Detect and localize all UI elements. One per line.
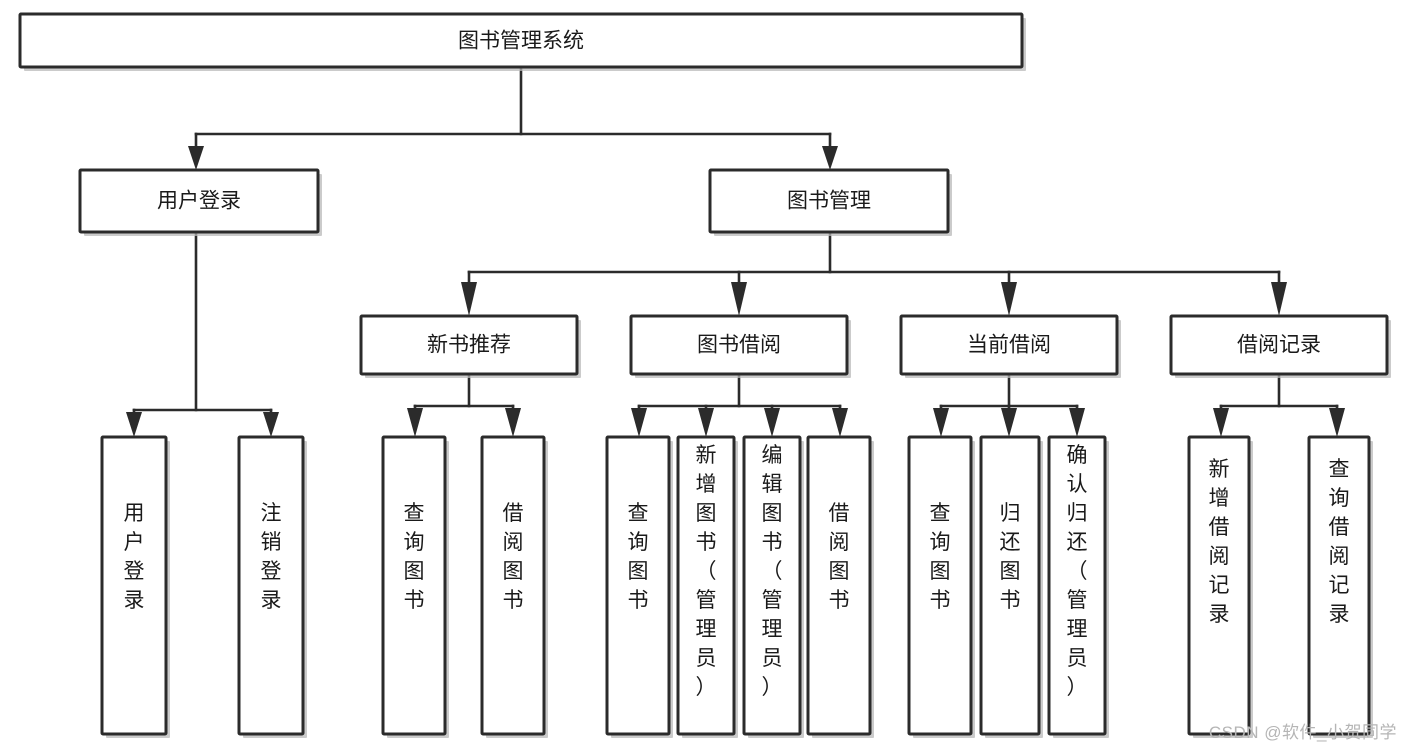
connector-layer [126,65,1345,437]
arrow-head-borrow-record [1271,282,1287,316]
arrow-head-leaf-borrow-book-1 [505,408,521,437]
node-book-manage-label: 图书管理 [787,190,871,213]
node-book-borrow[interactable]: 图书借阅 [629,314,851,378]
node-leaf-user-logout[interactable]: 注销登录 [237,435,307,738]
arrow-head-leaf-query-book-3 [933,408,949,437]
node-leaf-return-book-label: 归还图书 [1000,502,1021,612]
node-leaf-query-book-3-label: 查询图书 [930,502,951,612]
arrow-head-leaf-user-login [126,412,142,437]
arrow-head-leaf-query-record [1329,408,1345,437]
arrow-head-book-borrow [731,282,747,316]
arrow-head-leaf-query-book-1 [407,408,423,437]
node-leaf-add-book-label: 新增图书（管理员） [696,444,717,699]
node-leaf-query-record[interactable]: 查询借阅记录 [1307,435,1373,738]
arrow-head-current-borrow [1001,282,1017,316]
node-leaf-query-book-2[interactable]: 查询图书 [605,435,673,738]
node-new-book-rec-label: 新书推荐 [427,334,511,357]
node-book-manage[interactable]: 图书管理 [708,168,952,236]
arrow-head-leaf-return-book [1001,408,1017,437]
node-borrow-record[interactable]: 借阅记录 [1169,314,1391,378]
node-leaf-borrow-book-2-label: 借阅图书 [829,502,850,612]
node-user-login[interactable]: 用户登录 [78,168,322,236]
node-leaf-query-book-2-label: 查询图书 [628,502,649,612]
node-leaf-edit-book-label: 编辑图书（管理员） [762,444,783,699]
node-leaf-user-login[interactable]: 用户登录 [100,435,170,738]
node-leaf-confirm-return[interactable]: 确认归还（管理员） [1047,435,1109,738]
arrow-head-leaf-user-logout [263,412,279,437]
node-leaf-query-book-1-label: 查询图书 [404,502,425,612]
arrow-head-leaf-add-book [698,408,714,437]
node-root[interactable]: 图书管理系统 [18,12,1026,71]
node-root-label: 图书管理系统 [458,30,584,53]
csdn-watermark: CSDN @软件_小贺同学 [1208,723,1397,742]
node-leaf-query-book-1[interactable]: 查询图书 [381,435,449,738]
node-user-login-label: 用户登录 [157,190,241,213]
node-leaf-borrow-book-1[interactable]: 借阅图书 [480,435,548,738]
node-current-borrow-label: 当前借阅 [967,334,1051,357]
arrow-head-leaf-edit-book [764,408,780,437]
node-leaf-add-record-label: 新增借阅记录 [1209,458,1230,626]
node-leaf-add-record[interactable]: 新增借阅记录 [1187,435,1253,738]
node-borrow-record-label: 借阅记录 [1237,334,1321,357]
node-leaf-user-logout-label: 注销登录 [261,502,282,612]
arrow-head-book-manage [822,146,838,170]
node-new-book-rec[interactable]: 新书推荐 [359,314,581,378]
node-leaf-user-login-label: 用户登录 [124,502,145,612]
arrow-head-new-book-rec [461,282,477,316]
arrow-head-leaf-confirm-return [1069,408,1085,437]
node-leaf-edit-book[interactable]: 编辑图书（管理员） [742,435,804,738]
arrow-head-leaf-query-book-2 [631,408,647,437]
arrow-head-leaf-add-record [1213,408,1229,437]
node-leaf-query-book-3[interactable]: 查询图书 [907,435,975,738]
arrow-head-leaf-borrow-book-2 [832,408,848,437]
node-leaf-add-book[interactable]: 新增图书（管理员） [676,435,738,738]
node-leaf-return-book[interactable]: 归还图书 [979,435,1043,738]
node-leaf-confirm-return-label: 确认归还（管理员） [1067,444,1088,699]
node-leaf-query-record-label: 查询借阅记录 [1329,458,1350,626]
node-current-borrow[interactable]: 当前借阅 [899,314,1121,378]
node-book-borrow-label: 图书借阅 [697,334,781,357]
node-leaf-borrow-book-2[interactable]: 借阅图书 [806,435,874,738]
arrow-head-user-login [188,146,204,170]
node-leaf-borrow-book-1-label: 借阅图书 [503,502,524,612]
